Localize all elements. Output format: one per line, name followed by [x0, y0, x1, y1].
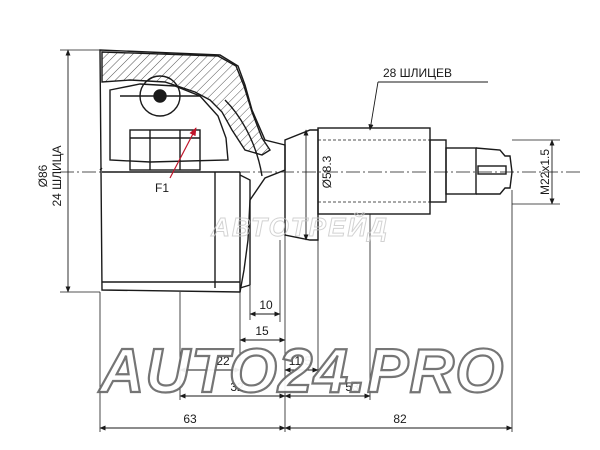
- label-inner-splines: 24 ШЛИЦА: [50, 145, 64, 206]
- dim-11-5: 11.5: [289, 354, 312, 368]
- dim-63: 63: [183, 412, 197, 426]
- dim-10: 10: [259, 298, 273, 312]
- label-flat: F1: [155, 181, 169, 195]
- dim-82: 82: [393, 412, 407, 426]
- watermark-main: AUTO24.PRO: [97, 337, 504, 406]
- dim-15: 15: [255, 324, 269, 338]
- extension-lines: [60, 49, 560, 432]
- leader-28-splines: [368, 81, 488, 131]
- label-shaft-diameter: Ø58.3: [320, 155, 334, 188]
- dimension-lines: [65, 49, 555, 431]
- leader-f1: [169, 127, 197, 179]
- dim-22: 22: [216, 354, 230, 368]
- housing: [99, 49, 286, 293]
- label-outer-diameter: Ø86: [36, 164, 50, 187]
- label-thread: M22x1.5: [538, 149, 552, 195]
- dim-53: 53: [345, 380, 359, 394]
- dim-32: 32: [230, 380, 244, 394]
- label-outer-splines: 28 ШЛИЦЕВ: [383, 66, 452, 80]
- watermark-faint: АВТОТРЕЙД: [210, 212, 389, 242]
